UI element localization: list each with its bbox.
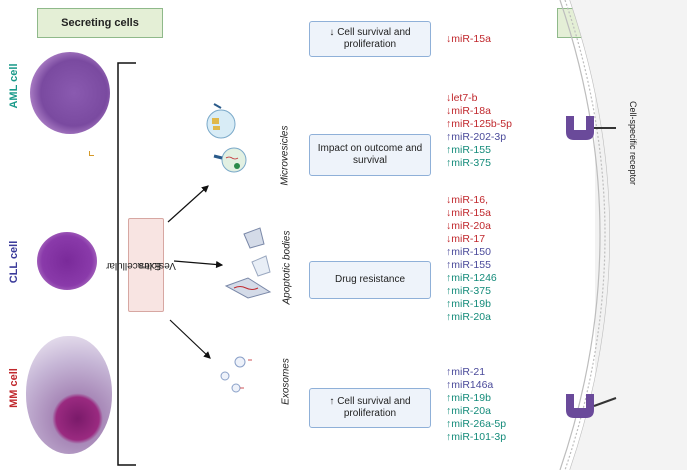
mirna-item: ↑miR-202-3p (446, 131, 507, 143)
effect-box-outcome: Impact on outcome and survival (309, 134, 431, 176)
mirna-list-group-2: ↓let7-b ↓miR-18a ↑miR-125b-5p ↑miR-202-3… (446, 92, 512, 170)
mirna-item: ↓miR-15a (446, 207, 491, 219)
cll-cell-image (37, 232, 97, 290)
mirna-item: ↓let7-b (446, 92, 478, 104)
mirna-item: ↑miR-26a-5p (446, 418, 507, 430)
microvesicles-label: Microvesicles (279, 125, 291, 186)
mirna-item: ↑miR-375 (446, 285, 491, 297)
mirna-item: ↓miR-17 (446, 233, 486, 245)
mirna-list-group-4: ↑miR-21 ↑miR146a ↑miR-19b ↑miR-20a ↑miR-… (446, 366, 506, 444)
extracellular-vesicles-box: Extracellular Vesicles (106, 218, 176, 312)
apoptotic-bodies-label: Apoptotic bodies (281, 230, 293, 305)
effect-box-increased-survival: ↑ Cell survival and proliferation (309, 388, 431, 428)
mirna-item: ↑miR-150 (446, 246, 491, 258)
aml-cell-image (30, 52, 110, 134)
mirna-item: ↓miR-20a (446, 220, 491, 232)
mirna-item: ↑miR-20a (446, 311, 491, 323)
mm-cell-image (26, 336, 112, 454)
small-marker-icon (89, 151, 94, 156)
mirna-item: ↑miR-375 (446, 157, 491, 169)
mirna-item: ↑miR-19b (446, 392, 491, 404)
mirna-item: ↑miR-155 (446, 259, 491, 271)
mirna-item: ↓miR-15a (446, 33, 491, 45)
mirna-item: ↑miR-19b (446, 298, 491, 310)
mirna-item: ↓miR-16, (446, 194, 489, 206)
effect-box-drug-resistance: Drug resistance (309, 261, 431, 299)
mirna-item: ↑miR-20a (446, 405, 491, 417)
mirna-item: ↑miR-1246 (446, 272, 497, 284)
secreting-cells-header: Secreting cells (37, 8, 163, 38)
mirna-item: ↑miR-155 (446, 144, 491, 156)
exosomes-label: Exosomes (280, 358, 292, 405)
mirna-list-group-3: ↓miR-16, ↓miR-15a ↓miR-20a ↓miR-17 ↑miR-… (446, 194, 497, 324)
mirna-item: ↑miR-125b-5p (446, 118, 512, 130)
mirna-list-group-1: ↓miR-15a (446, 33, 491, 46)
mirna-item: ↑miR-101-3p (446, 431, 507, 443)
mirna-item: ↑miR146a (446, 379, 494, 391)
effect-box-decreased-survival: ↓ Cell survival and proliferation (309, 21, 431, 57)
mirna-item: ↓miR-18a (446, 105, 491, 117)
mirna-item: ↑miR-21 (446, 366, 486, 378)
